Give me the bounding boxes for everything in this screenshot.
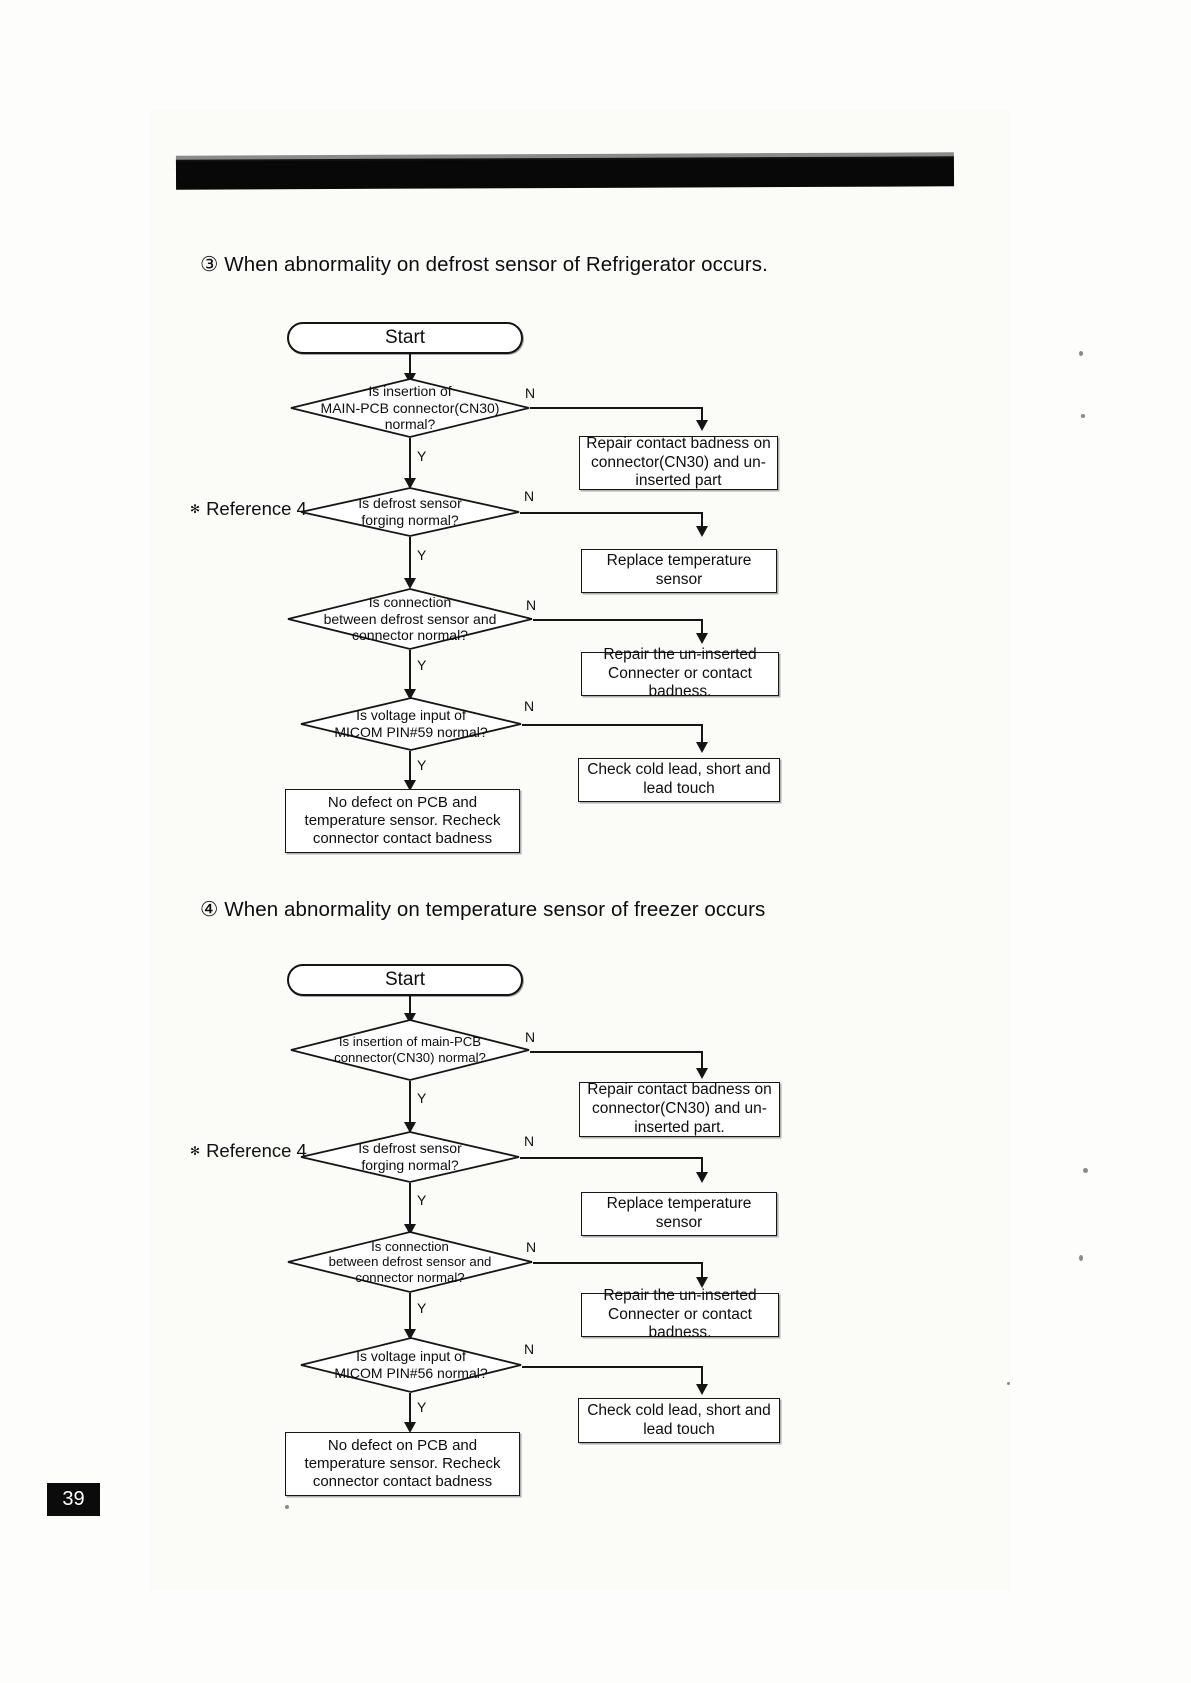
decision-7-connection-sensor-connector: Is connection between defrost sensor and… — [287, 1231, 533, 1293]
arrowhead-d1-y — [404, 478, 416, 489]
branch-label-n-2: N — [524, 488, 535, 504]
branch-label-n-5: N — [525, 1029, 536, 1045]
scan-area — [150, 110, 1010, 1590]
branch-label-y-7: Y — [417, 1300, 427, 1316]
reference-marker-icon: ✻ — [190, 502, 201, 516]
connector-d2-n-drop — [701, 512, 703, 530]
arrowhead-d2-n — [696, 526, 708, 537]
connector-d7-y — [409, 1293, 411, 1337]
arrowhead-d7-y — [404, 1329, 416, 1340]
action-box-8-check-cold-lead: Check cold lead, short and lead touch — [578, 1398, 780, 1443]
connector-d7-n-drop — [701, 1262, 703, 1282]
arrowhead-d6-y — [404, 1224, 416, 1235]
connector-d2-n — [520, 512, 703, 514]
branch-label-y-3: Y — [417, 657, 427, 673]
branch-label-n-8: N — [524, 1341, 535, 1357]
decision-2-defrost-sensor-forging: Is defrost sensor forging normal? — [300, 487, 520, 537]
connector-d5-y — [409, 1081, 411, 1129]
reference-note-1: ✻ Reference 4 — [190, 498, 307, 520]
reference-label-1: Reference 4 — [206, 498, 307, 519]
branch-label-n-1: N — [525, 385, 536, 401]
connector-d6-n — [520, 1157, 703, 1159]
arrowhead-d6-n — [696, 1172, 708, 1183]
branch-label-y-2: Y — [417, 547, 427, 563]
connector-d5-n — [530, 1051, 703, 1053]
redacted-header-bar — [175, 156, 955, 190]
scan-speck — [1079, 351, 1083, 356]
arrowhead-d8-y — [404, 1422, 416, 1433]
connector-d6-y — [409, 1183, 411, 1231]
branch-label-n-3: N — [526, 597, 537, 613]
connector-d6-n-drop — [701, 1157, 703, 1177]
action-box-6-replace-sensor: Replace temperature sensor — [581, 1192, 777, 1236]
connector-d1-n — [530, 407, 703, 409]
arrowhead-d4-y — [404, 780, 416, 791]
branch-label-y-1: Y — [417, 448, 427, 464]
arrowhead-d2-y — [404, 578, 416, 589]
page-number: 39 — [47, 1483, 100, 1516]
arrowhead-d3-n — [696, 633, 708, 644]
connector-start2-to-d1 — [409, 996, 411, 1018]
action-box-7-repair-uninserted: Repair the un-inserted Connecter or cont… — [581, 1287, 779, 1341]
connector-d1-y — [409, 438, 411, 486]
scan-speck — [1007, 1382, 1010, 1385]
start-terminator-1: Start — [287, 322, 523, 354]
branch-label-n-6: N — [524, 1133, 535, 1149]
decision-8-voltage-input-micom: Is voltage input of MICOM PIN#56 normal? — [300, 1337, 522, 1393]
connector-d4-y — [409, 751, 411, 787]
decision-4-voltage-input-micom: Is voltage input of MICOM PIN#59 normal? — [300, 697, 522, 751]
section-heading-4: ④ When abnormality on temperature sensor… — [200, 898, 766, 921]
connector-d3-n-drop — [701, 619, 703, 637]
connector-d8-y — [409, 1393, 411, 1429]
section-heading-3: ③ When abnormality on defrost sensor of … — [200, 253, 768, 276]
arrowhead-start2-to-d1 — [404, 1013, 416, 1024]
decision-3-connection-sensor-connector: Is connection between defrost sensor and… — [287, 588, 533, 650]
branch-label-n-4: N — [524, 698, 535, 714]
decision-6-defrost-sensor-forging: Is defrost sensor forging normal? — [300, 1131, 520, 1183]
scan-speck — [285, 1505, 289, 1509]
arrowhead-d5-y — [404, 1122, 416, 1133]
connector-d8-n-drop — [701, 1366, 703, 1388]
reference-note-2: ✻ Reference 4 — [190, 1140, 307, 1162]
connector-d7-n — [533, 1262, 703, 1264]
reference-marker-icon-2: ✻ — [190, 1144, 201, 1158]
connector-d1-n-drop — [701, 407, 703, 425]
end-box-no-defect-1: No defect on PCB and temperature sensor.… — [285, 789, 520, 853]
arrowhead-d4-n — [696, 742, 708, 753]
arrowhead-d3-y — [404, 689, 416, 700]
branch-label-n-7: N — [526, 1239, 537, 1255]
branch-label-y-8: Y — [417, 1399, 427, 1415]
connector-d4-n-drop — [701, 724, 703, 746]
branch-label-y-6: Y — [417, 1192, 427, 1208]
action-box-2-replace-sensor: Replace temperature sensor — [581, 549, 777, 593]
connector-d3-n — [533, 619, 703, 621]
scan-speck — [1083, 1168, 1088, 1173]
arrowhead-d8-n — [696, 1384, 708, 1395]
scan-speck — [1079, 1255, 1083, 1261]
arrowhead-d5-n — [696, 1068, 708, 1079]
branch-label-y-4: Y — [417, 757, 427, 773]
action-box-5-repair-contact: Repair contact badness on connector(CN30… — [579, 1081, 780, 1137]
decision-5-insertion-main-pcb: Is insertion of main-PCB connector(CN30)… — [290, 1019, 530, 1081]
start-terminator-2: Start — [287, 964, 523, 996]
reference-label-2: Reference 4 — [206, 1140, 307, 1161]
branch-label-y-5: Y — [417, 1090, 427, 1106]
connector-d3-y — [409, 650, 411, 696]
action-box-1-repair-contact: Repair contact badness on connector(CN30… — [579, 435, 778, 490]
connector-d4-n — [522, 724, 703, 726]
action-box-4-check-cold-lead: Check cold lead, short and lead touch — [578, 758, 780, 802]
connector-d5-n-drop — [701, 1051, 703, 1073]
connector-start-to-d1 — [409, 354, 411, 378]
connector-d2-y — [409, 537, 411, 585]
decision-1-insertion-main-pcb: Is insertion of MAIN-PCB connector(CN30)… — [290, 378, 530, 438]
connector-d8-n — [522, 1366, 703, 1368]
action-box-3-repair-uninserted: Repair the un-inserted Connecter or cont… — [581, 646, 779, 700]
arrowhead-d7-n — [696, 1277, 708, 1288]
end-box-no-defect-2: No defect on PCB and temperature sensor.… — [285, 1432, 520, 1496]
scan-speck — [1081, 414, 1085, 418]
arrowhead-d1-n — [696, 420, 708, 431]
